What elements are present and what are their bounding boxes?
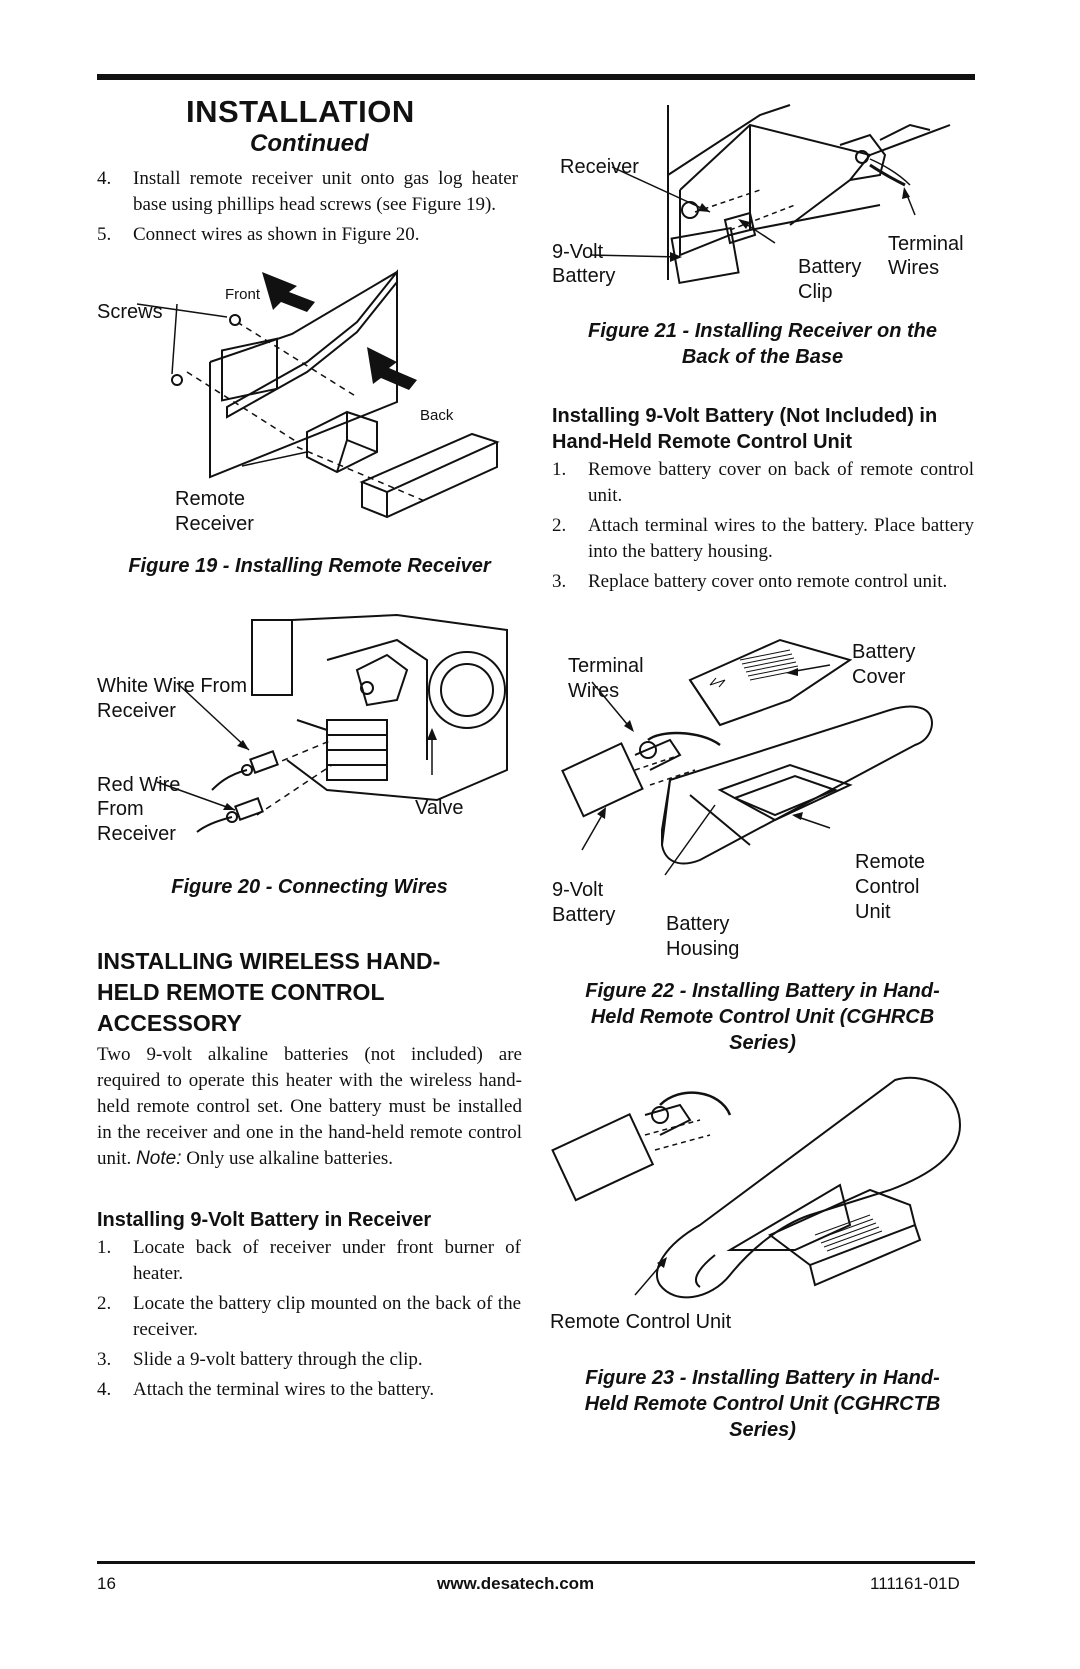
fig23-caption-line3: Series) <box>729 1419 796 1441</box>
section-heading-line2: HELD REMOTE CONTROL <box>97 979 385 1005</box>
section-intro: Two 9-volt alkaline batteries (not inclu… <box>97 1044 522 1169</box>
fig23-label-rcu: Remote Control Unit <box>550 1311 732 1333</box>
fig21-caption-line1: Figure 21 - Installing Receiver on the <box>588 320 937 342</box>
figure-19-diagram <box>136 269 500 519</box>
list-item: 4. Attach the terminal wires to the batt… <box>97 1379 435 1400</box>
footer-url[interactable]: www.desatech.com <box>437 1574 595 1593</box>
fig22-label-term2: Wires <box>568 680 620 702</box>
fig19-label-screws: Screws <box>97 301 163 323</box>
list-item: 4. Install remote receiver unit onto gas… <box>97 168 518 215</box>
fig21-label-volt2: Battery <box>552 265 616 287</box>
list-item: 5. Connect wires as shown in Figure 20. <box>97 224 420 245</box>
list-item: 1. Locate back of receiver under front b… <box>97 1237 521 1284</box>
fig22-label-cover1: Battery <box>852 641 916 663</box>
footer-rule <box>97 1561 975 1564</box>
fig19-label-back: Back <box>420 407 454 424</box>
fig23-caption-line2: Held Remote Control Unit (CGHRCTB <box>584 1393 941 1415</box>
section-heading-line3: ACCESSORY <box>97 1010 242 1036</box>
fig19-label-front: Front <box>225 286 261 303</box>
fig22-label-cover2: Cover <box>852 666 906 688</box>
fig22-label-volt1: 9-Volt <box>552 879 604 901</box>
page-number: 16 <box>97 1574 116 1593</box>
handheld-heading-line2: Hand-Held Remote Control Unit <box>552 431 852 453</box>
fig22-caption-line3: Series) <box>729 1032 796 1054</box>
receiver-battery-heading: Installing 9-Volt Battery in Receiver <box>97 1209 432 1231</box>
fig22-caption-line2: Held Remote Control Unit (CGHRCB <box>590 1006 935 1028</box>
fig19-label-remote: Remote <box>175 488 246 510</box>
section-heading-line1: INSTALLING WIRELESS HAND- <box>97 948 441 974</box>
fig22-label-volt2: Battery <box>552 904 616 926</box>
fig22-label-rc2: Control <box>855 876 920 898</box>
figure-23-diagram <box>551 1076 962 1299</box>
fig22-label-term1: Terminal <box>568 655 644 677</box>
fig20-label-white2: Receiver <box>97 700 176 722</box>
fig22-label-housing1: Battery <box>666 913 730 935</box>
fig21-label-clip1: Battery <box>798 256 862 278</box>
fig19-label-receiver: Receiver <box>175 513 254 535</box>
list-item: 3. Replace battery cover onto remote con… <box>552 571 948 592</box>
fig20-label-white1: White Wire From <box>97 675 247 697</box>
fig20-caption: Figure 20 - Connecting Wires <box>171 876 448 898</box>
figure-21-diagram <box>589 104 951 285</box>
figure-20-diagram <box>156 613 508 833</box>
header-rule <box>97 74 975 80</box>
fig22-label-housing2: Housing <box>666 938 740 960</box>
handheld-heading-line1: Installing 9-Volt Battery (Not Included)… <box>552 405 938 427</box>
fig20-label-red2: From <box>97 798 144 820</box>
list-item: 2. Attach terminal wires to the battery.… <box>552 515 974 562</box>
fig22-caption-line1: Figure 22 - Installing Battery in Hand- <box>585 980 940 1002</box>
fig21-label-term1: Terminal <box>888 233 964 255</box>
list-item: 1. Remove battery cover on back of remot… <box>552 459 974 506</box>
fig21-label-term2: Wires <box>888 257 940 279</box>
fig21-label-clip2: Clip <box>798 281 833 303</box>
fig20-label-valve: Valve <box>415 797 464 819</box>
fig20-label-red3: Receiver <box>97 823 176 845</box>
fig20-label-red1: Red Wire <box>97 774 181 796</box>
fig23-caption-line1: Figure 23 - Installing Battery in Hand- <box>585 1367 940 1389</box>
figure-22-diagram <box>561 638 933 876</box>
fig22-label-rc1: Remote <box>855 851 926 873</box>
note-label: Note: <box>136 1148 182 1169</box>
fig21-label-volt1: 9-Volt <box>552 241 604 263</box>
fig21-label-receiver: Receiver <box>560 156 639 178</box>
fig19-caption: Figure 19 - Installing Remote Receiver <box>128 555 491 577</box>
page-title: INSTALLATION <box>186 94 415 129</box>
list-item: 2. Locate the battery clip mounted on th… <box>97 1293 521 1340</box>
fig22-label-rc3: Unit <box>855 901 891 923</box>
fig21-caption-line2: Back of the Base <box>681 346 844 368</box>
list-item: 3. Slide a 9-volt battery through the cl… <box>97 1349 423 1370</box>
document-code: 111161-01D <box>870 1574 960 1593</box>
page-subtitle: Continued <box>250 130 369 157</box>
